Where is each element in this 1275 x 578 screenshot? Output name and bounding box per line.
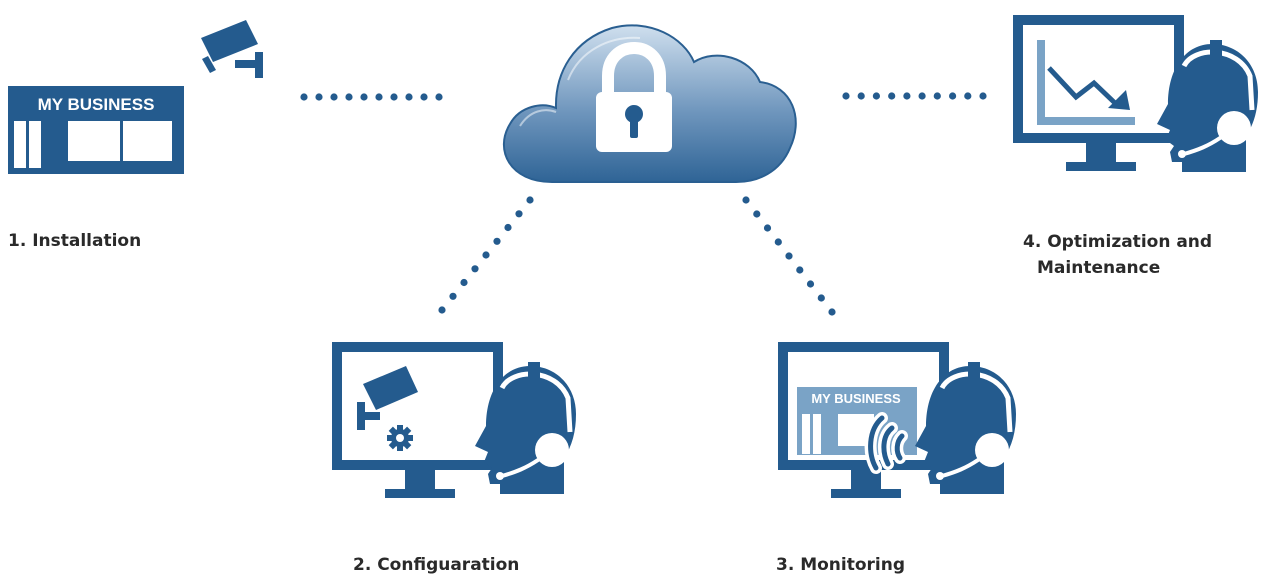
connector-dot: [438, 306, 446, 314]
connector-dot: [405, 93, 413, 101]
connector-dot: [872, 92, 881, 100]
step-1-label: 1. Installation: [8, 231, 142, 251]
connector-dot: [300, 93, 308, 101]
connector-dot: [796, 266, 804, 274]
connector-dot: [774, 238, 782, 246]
connector-dot: [360, 93, 368, 101]
connector-dot: [857, 92, 865, 100]
connector-dot: [330, 93, 338, 101]
connector-dot: [515, 210, 523, 218]
connector-dot: [742, 196, 750, 204]
connector-dot: [785, 252, 793, 260]
connector-dot: [753, 210, 761, 218]
connector-cloud-configuration: [438, 196, 534, 314]
step-2-label: 2. Configuaration: [353, 555, 520, 575]
connector-dot: [903, 92, 911, 100]
connector-dot: [806, 280, 815, 288]
gear-icon: [387, 425, 413, 451]
connector-dot: [315, 93, 323, 101]
storefront-sign: MY BUSINESS: [38, 95, 155, 114]
connector-dot: [979, 92, 987, 100]
connector-dot: [460, 278, 468, 287]
connector-dot: [420, 93, 428, 101]
padlock-icon: [596, 41, 672, 152]
connector-dot: [471, 265, 479, 273]
connector-dot: [828, 308, 836, 316]
sound-waves-icon: [864, 412, 908, 474]
connector-dot: [390, 93, 398, 101]
connector-dot: [888, 92, 896, 100]
connector-dot: [482, 251, 490, 259]
step-3-label: 3. Monitoring: [776, 555, 906, 575]
connector-dot: [842, 92, 850, 100]
connector-dot: [918, 92, 926, 100]
storefront-icon: MY BUSINESS: [8, 86, 184, 174]
connector-cloud-monitoring: [742, 196, 836, 316]
monitoring-monitor-icon: MY BUSINESS: [778, 342, 949, 498]
monitoring-screen-sign: MY BUSINESS: [811, 391, 901, 406]
security-camera-icon: [201, 20, 263, 78]
connector-dot: [345, 93, 353, 101]
connector-cloud-maintenance: [842, 92, 987, 100]
connector-dot: [949, 92, 957, 100]
connector-dot: [526, 196, 534, 204]
connector-dot: [375, 93, 383, 101]
configuration-monitor-icon: [332, 342, 503, 498]
connector-dot: [933, 92, 941, 100]
connector-dot: [504, 223, 512, 232]
connector-dot: [817, 294, 825, 302]
declining-chart-icon: [1037, 40, 1135, 125]
connector-installation-cloud: [300, 93, 443, 101]
step-4-label: 4. Optimization and Maintenance: [1023, 232, 1213, 278]
connector-dot: [435, 93, 443, 101]
connector-dot: [763, 224, 772, 232]
connector-dot: [493, 237, 501, 245]
connector-dot: [449, 292, 457, 300]
connector-dot: [964, 92, 972, 100]
